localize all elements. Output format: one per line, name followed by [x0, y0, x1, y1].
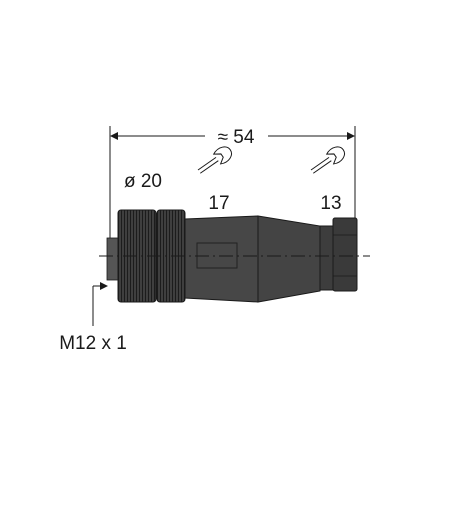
- main-housing: [184, 215, 259, 303]
- wrench-icon: [197, 146, 232, 174]
- connector-body: [106, 209, 358, 303]
- wrench-icon: [310, 146, 345, 174]
- overall-length-dimension: ≈ 54: [109, 126, 356, 238]
- tapered-section: [257, 215, 321, 303]
- cable-gland-nut: [332, 217, 358, 292]
- thread-label: M12 x 1: [59, 333, 127, 354]
- diameter-label: ø 20: [124, 171, 162, 192]
- rear-step: [319, 225, 334, 291]
- thread-callout: M12 x 1: [59, 282, 127, 354]
- overall-length-label: ≈ 54: [218, 127, 255, 148]
- wrench-size-right: 13: [320, 193, 341, 214]
- wrench-size-left: 17: [208, 193, 229, 214]
